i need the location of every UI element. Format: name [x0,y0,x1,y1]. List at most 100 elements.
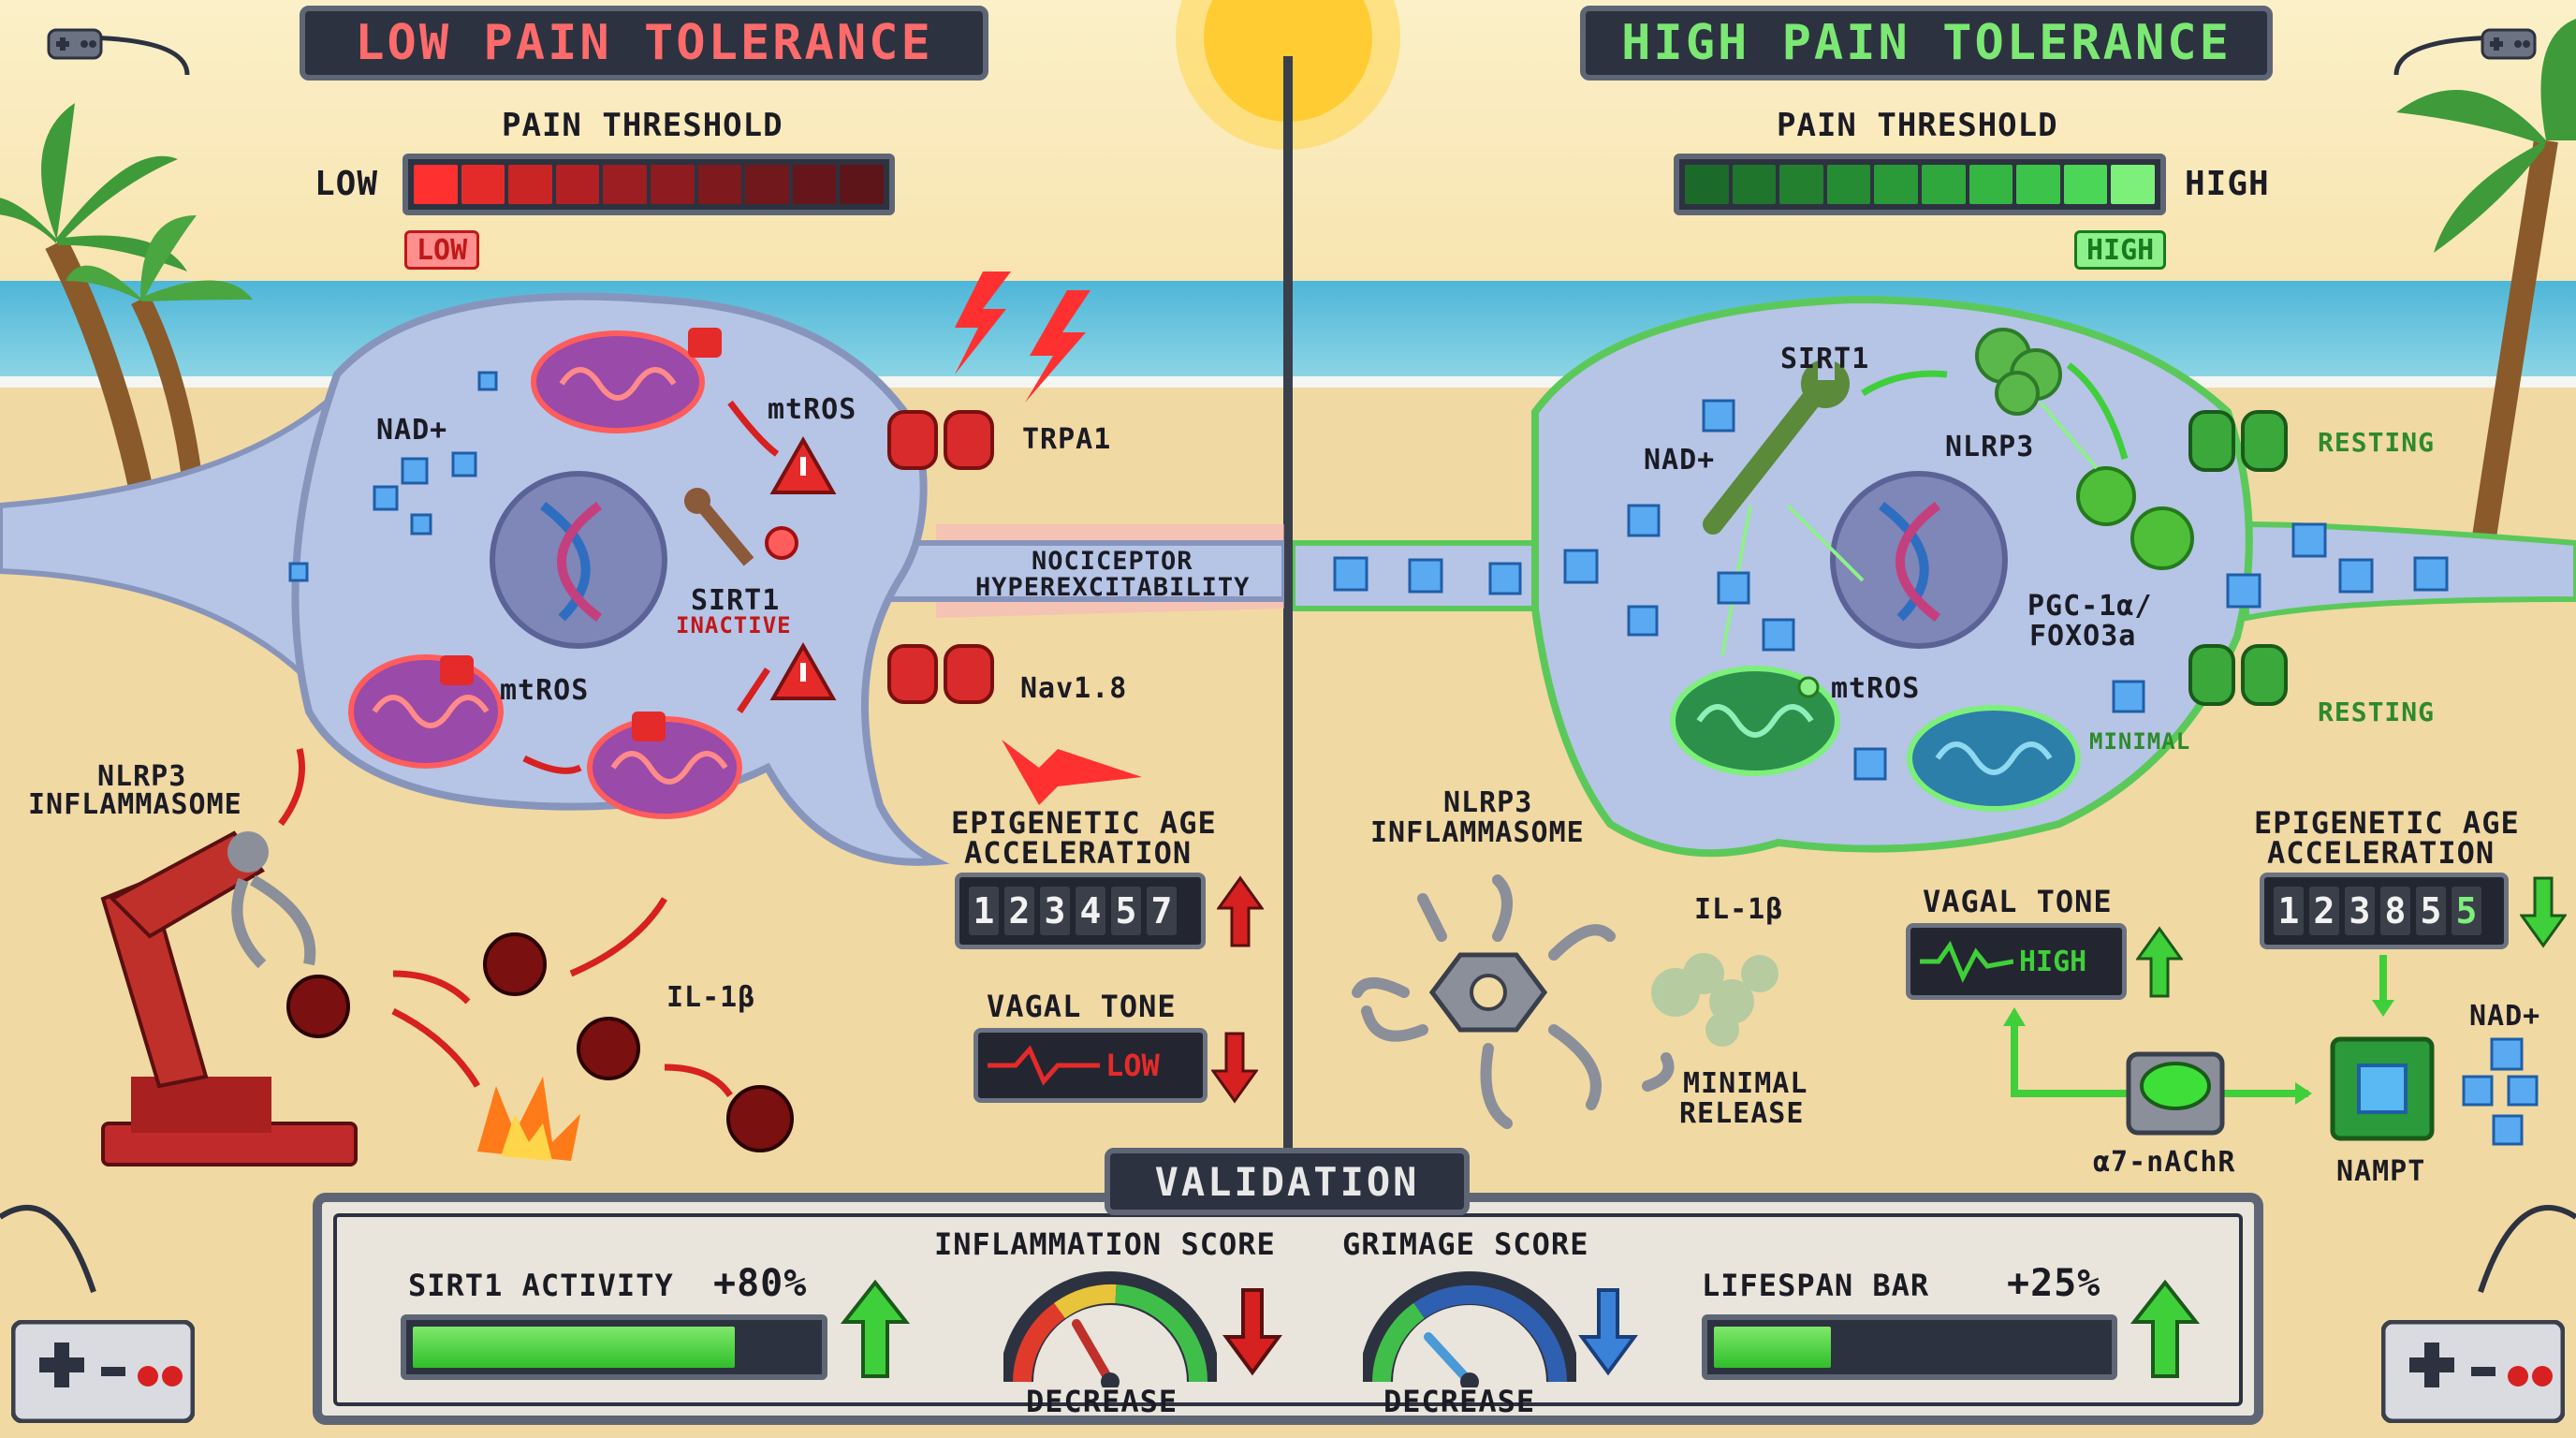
arrow-down-icon [2520,876,2567,948]
right-threshold-side-label: HIGH [2185,165,2270,203]
right-vagal-value: HIGH [2019,945,2087,978]
left-nad-label: NAD+ [376,414,448,447]
counter-digit: 5 [2452,887,2481,935]
arrow-up-icon [841,1279,910,1378]
nav18-label: Nav1.8 [1020,672,1128,705]
arrow-down-icon [1211,1032,1258,1104]
lifespan-bar [1702,1314,2117,1380]
arrow-down-icon [1578,1288,1638,1376]
nlrp3-protein-icon [1975,328,2062,416]
right-nad-label: NAD+ [1644,444,1716,477]
right-vagal-monitor: HIGH [1906,923,2127,1000]
counter-digit: 3 [1040,887,1070,935]
counter-digit: 1 [969,887,999,935]
sirt1-activity-bar [401,1314,827,1380]
left-nlrp3-label-line1: NLRP3 [97,760,187,793]
hyperexcitability-label: HYPEREXCITABILITY [975,573,1251,602]
trpa1-channel-icon [887,410,994,470]
left-threshold-side-label: LOW [315,165,379,203]
explosion-icon [477,1077,580,1161]
right-sirt1-label: SIRT1 [1780,343,1870,375]
counter-digit: 1 [2274,887,2304,935]
a7-nachr-label: α7-nAChR [2093,1146,2236,1179]
pgc-label-line1: PGC-1α/ [2027,590,2153,623]
grimage-gauge [1363,1271,1576,1387]
inflammasome-ring-icon [1352,874,1675,1129]
sirt1-inactive-label: INACTIVE [676,612,792,638]
counter-digit: 3 [2345,887,2375,935]
validation-title: VALIDATION [1105,1148,1470,1215]
sirt1-activity-fill [413,1327,735,1368]
right-nlrp3-label: NLRP3 [1945,431,2035,463]
minimal-release-line1: MINIMAL [1683,1067,1808,1100]
minimal-label: MINIMAL [2089,728,2191,755]
warning-icon [769,435,837,494]
disassembled-inflammasome [1352,874,1778,1129]
right-epigenetic-label-line1: EPIGENETIC AGE [2254,805,2520,841]
left-sirt1-label: SIRT1 [691,584,781,617]
right-il1b-label: IL-1β [1694,893,1784,926]
counter-digit: 2 [2309,887,2339,935]
lifespan-bar-label: LIFESPAN BAR [1702,1268,1930,1303]
right-epigenetic-label-line2: ACCELERATION [2267,835,2496,871]
left-vagal-monitor: LOW [973,1028,1208,1103]
left-mtros-top-label: mtROS [768,393,857,426]
right-nad-cubes-label: NAD+ [2469,1000,2541,1033]
counter-digit: 7 [1147,887,1177,935]
arrow-up-icon [1217,875,1264,947]
right-panel-title: HIGH PAIN TOLERANCE [1580,6,2273,81]
inflammasome-robot-arm [100,748,794,1167]
lifespan-value: +25% [2007,1262,2101,1305]
gauge-needle-icon [1424,1332,1474,1387]
damaged-mitochondrion-icon [587,712,742,819]
cholinergic-pathway [2003,955,2539,1146]
left-nlrp3-label-line2: INFLAMMASOME [28,788,242,821]
pgc-label-line2: FOXO3a [2029,620,2137,653]
right-threshold-marker: HIGH [2074,230,2167,270]
gear-icon [2076,466,2194,570]
game-controller-icon [2481,28,2537,60]
sirt1-wrench-icon [1703,356,1850,535]
nad-cube-icon [1333,399,2449,781]
inflammation-caption: DECREASE [1026,1384,1178,1419]
right-nlrp3-label-line1: NLRP3 [1443,786,1533,819]
left-il1b-label: IL-1β [666,981,756,1014]
left-vagal-value: LOW [1105,1048,1160,1083]
heartbeat-line-icon [988,1045,1100,1086]
counter-digit: 8 [2380,887,2410,935]
left-pain-threshold-bar [402,154,895,215]
gauge-needle-icon [1072,1319,1115,1387]
left-threshold-label: PAIN THRESHOLD [502,107,783,144]
nampt-chip-icon [2330,1036,2435,1141]
nad-cube-icon [288,371,498,582]
counter-digit: 5 [2416,887,2446,935]
left-neuron-diagram [0,271,1284,866]
lifespan-fill [1714,1327,1832,1368]
nociceptor-label: NOCICEPTOR [1032,547,1193,576]
right-vagal-label: VAGAL TONE [1923,884,2113,919]
right-epigenetic-counter: 1 2 3 8 5 5 [2260,873,2509,949]
damaged-mitochondrion-icon [348,654,504,769]
dna-nucleus-icon [1830,471,2008,649]
lightning-icon [955,271,1142,805]
resting-top-label: RESTING [2318,427,2436,458]
right-threshold-label: PAIN THRESHOLD [1777,107,2058,144]
palm-tree-icon [2396,19,2576,564]
grimage-score-label: GRIMAGE SCORE [1342,1226,1589,1262]
right-mtros-label: mtROS [1831,672,1921,705]
game-controller-icon [2381,1320,2565,1423]
mtros-dot-icon [1797,676,1820,698]
trpa1-label: TRPA1 [1022,423,1112,456]
right-nlrp3-label-line2: INFLAMMASOME [1370,816,1585,849]
robot-arm-icon [100,830,358,1167]
minimal-release-line2: RELEASE [1679,1097,1805,1130]
left-threshold-marker: LOW [404,230,480,270]
dna-nucleus-icon [490,471,667,649]
right-neuron-diagram [1293,295,2576,858]
il1b-bomb-icon [286,932,794,1152]
warning-icon [769,641,837,700]
game-controller-icon [11,1320,195,1423]
arrow-up-icon [2136,926,2183,998]
arrow-down-icon [1222,1288,1282,1376]
validation-panel-inner [333,1213,2243,1406]
